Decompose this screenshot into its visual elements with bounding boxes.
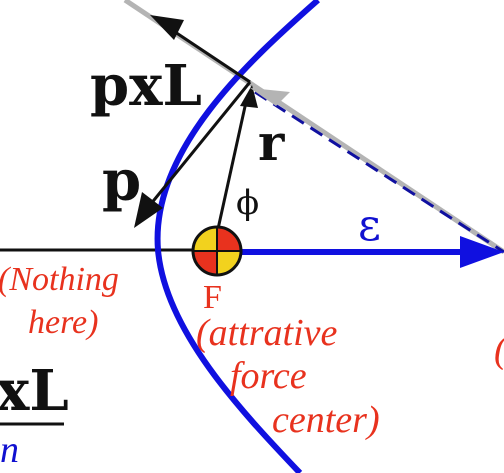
nothing-line-2: here) (28, 304, 98, 341)
gray-arrowhead (250, 88, 290, 106)
r-vector (214, 101, 248, 239)
label-phi: ϕ (236, 183, 259, 223)
r-arrowhead (240, 85, 258, 108)
orbit-curve (154, 0, 320, 473)
nothing-line-1: (Nothing (0, 261, 119, 298)
epsilon-arrowhead (460, 236, 504, 268)
left-pxL-fragment: xL (0, 358, 69, 424)
pxL-arrowhead (150, 15, 184, 40)
p-arrowhead (134, 192, 163, 228)
attractive-line-1: (attrative (196, 312, 338, 354)
left-bottom-fragment: n (0, 429, 19, 471)
label-epsilon: ε (358, 200, 381, 251)
right-edge-fragment: ( (494, 329, 504, 371)
label-r: r (258, 113, 285, 172)
attractive-line-2: force (230, 355, 307, 397)
dashed-line (254, 90, 504, 254)
label-focus: F (203, 279, 222, 316)
quartered-circle-icon (191, 225, 243, 277)
label-pxL: pxL (90, 53, 202, 119)
attractive-line-3: center) (272, 399, 380, 441)
label-p: p (102, 148, 141, 214)
pxL-vector (171, 28, 251, 84)
p-vector (148, 81, 252, 206)
